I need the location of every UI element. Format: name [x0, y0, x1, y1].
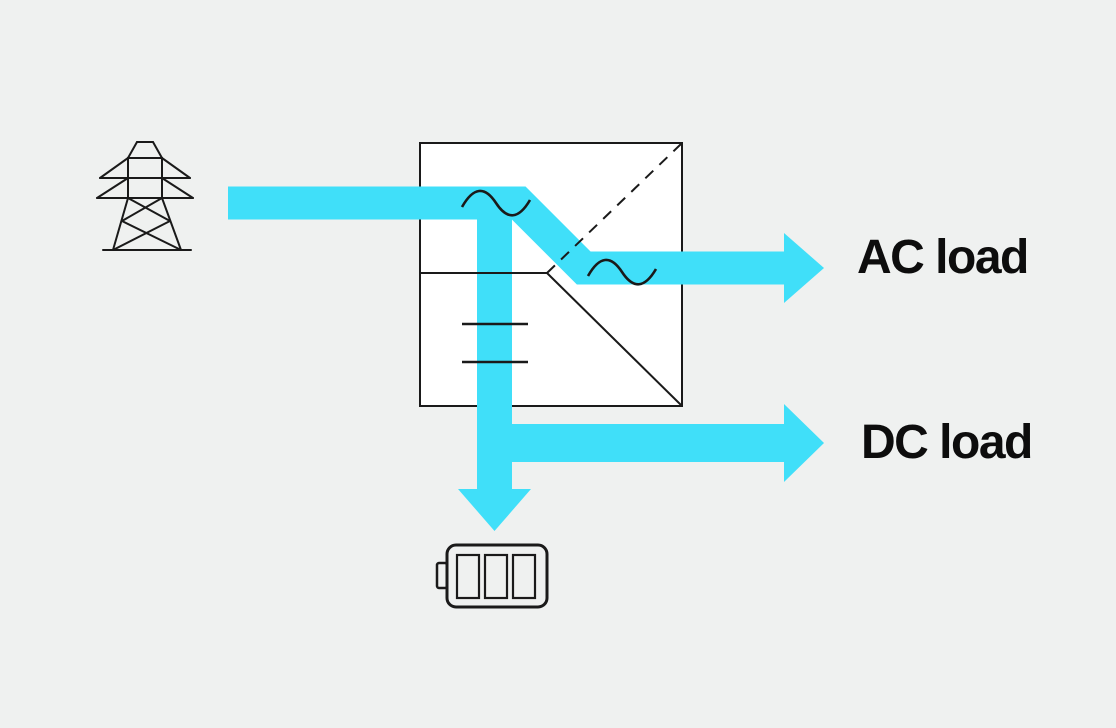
tower-brace-2 [121, 197, 163, 222]
grid-to-ac-load-flow [228, 186, 787, 285]
battery-arrowhead [458, 489, 531, 531]
converter-symbols [420, 143, 682, 406]
battery-terminal [435, 561, 449, 590]
dc-load-arrowhead [784, 404, 824, 482]
tower-cap-right [152, 141, 163, 159]
battery-cell-2 [483, 553, 509, 600]
tower-right-leg [161, 197, 182, 251]
tower-brace-3 [121, 220, 182, 251]
tower-left-leg [112, 197, 129, 251]
tower-upper-arm-left-slant [99, 157, 129, 179]
tower-brace-1 [127, 197, 171, 222]
power-flow-arrowheads [458, 233, 824, 531]
battery-icon [435, 543, 549, 609]
tower-lower-arm-right-slant [161, 177, 194, 199]
converter-diagonal-line [546, 272, 682, 406]
power-flow-shafts [228, 186, 787, 491]
battery-cell-1 [455, 553, 481, 600]
dc-load-label: DC load [861, 416, 1033, 469]
tower-upper-arm-right-slant [161, 157, 191, 179]
transmission-tower-icon [96, 141, 194, 251]
tower-cap-left [127, 141, 138, 159]
ac-load-label: AC load [857, 231, 1029, 284]
ac-sine-symbol-output [586, 258, 658, 286]
tower-brace-4 [112, 220, 171, 251]
ac-load-arrowhead [784, 233, 824, 303]
battery-cell-3 [511, 553, 537, 600]
ac-sine-symbol-top [460, 189, 532, 217]
tower-lower-arm-left-slant [96, 177, 129, 199]
